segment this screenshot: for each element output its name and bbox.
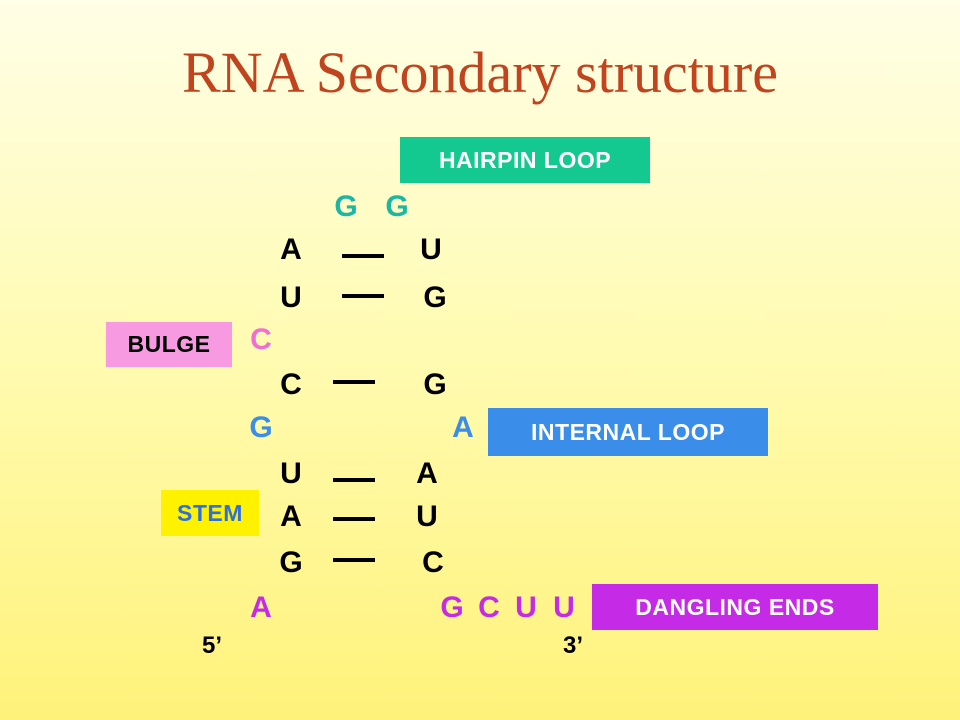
stem-base-left: C: [280, 368, 302, 401]
dangling-base-3prime: U: [515, 591, 537, 624]
base-pair-bond: [342, 294, 384, 298]
internal-loop-label: INTERNAL LOOP: [488, 408, 768, 456]
stem-base-right: U: [420, 233, 442, 266]
base-pair-bond: [333, 380, 375, 384]
five-prime-end-label: 5’: [202, 632, 223, 659]
stem-base-right: G: [423, 368, 447, 401]
stem-base-right: C: [422, 546, 444, 579]
dangling-ends-label: DANGLING ENDS: [592, 584, 878, 630]
base-pair-bond: [333, 558, 375, 562]
internal-loop-base-right: A: [452, 411, 474, 444]
base-pair-bond: [333, 517, 375, 521]
stem-base-right: U: [416, 500, 438, 533]
hairpin-base-2: G: [385, 190, 409, 223]
base-pair-bond: [333, 478, 375, 482]
bulge-label: BULGE: [106, 322, 232, 367]
hairpin-loop-label: HAIRPIN LOOP: [400, 137, 650, 183]
three-prime-end-label: 3’: [563, 632, 584, 659]
hairpin-base-1: G: [334, 190, 358, 223]
base-pair-bond: [342, 254, 384, 258]
stem-base-left: U: [280, 281, 302, 314]
dangling-base-5prime: A: [250, 591, 272, 624]
internal-loop-base-left: G: [249, 411, 273, 444]
stem-base-left: U: [280, 457, 302, 490]
stem-base-left: A: [280, 233, 302, 266]
page-title: RNA Secondary structure: [182, 40, 778, 105]
bulge-base: C: [250, 323, 272, 356]
stem-base-left: A: [280, 500, 302, 533]
dangling-base-3prime: U: [553, 591, 575, 624]
stem-base-left: G: [279, 546, 303, 579]
dangling-base-3prime: C: [478, 591, 500, 624]
stem-base-right: A: [416, 457, 438, 490]
dangling-base-3prime: G: [440, 591, 464, 624]
stem-base-right: G: [423, 281, 447, 314]
stem-label: STEM: [161, 490, 259, 536]
